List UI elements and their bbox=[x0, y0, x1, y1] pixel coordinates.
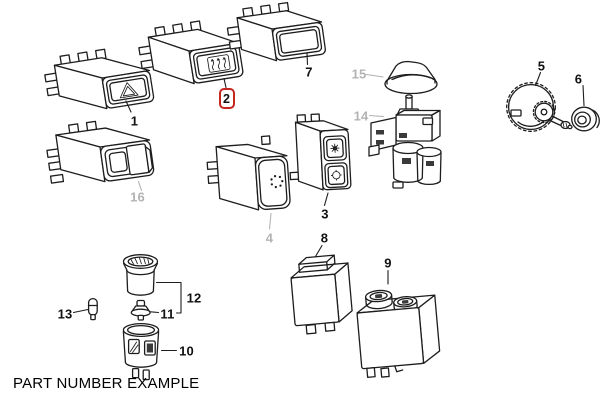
part-number-4[interactable]: 4 bbox=[265, 230, 274, 245]
fan-star-icon bbox=[330, 143, 340, 153]
leader-line-15 bbox=[365, 73, 384, 78]
switch-7-drawing bbox=[226, 1, 326, 62]
leader-line-16 bbox=[137, 180, 143, 192]
leader-line-11 bbox=[149, 311, 160, 314]
lighter-element-drawing bbox=[130, 299, 151, 321]
leader-line-4 bbox=[268, 212, 272, 230]
rotary-dial-icon bbox=[330, 169, 342, 181]
leader-line-1 bbox=[125, 100, 132, 113]
switch-2-drawing bbox=[138, 20, 244, 85]
switch-3-drawing bbox=[289, 113, 352, 191]
leader-line-6 bbox=[582, 84, 585, 107]
hazard-warning-triangle-icon bbox=[119, 82, 139, 99]
part-number-12[interactable]: 12 bbox=[186, 290, 202, 305]
leader-line-7 bbox=[306, 52, 309, 66]
switch-16-drawing bbox=[46, 120, 155, 184]
leader-line-2 bbox=[223, 77, 227, 89]
caption-part-number-example: PART NUMBER EXAMPLE bbox=[13, 375, 200, 392]
part-number-7[interactable]: 7 bbox=[305, 64, 313, 80]
leader-line-13 bbox=[72, 308, 89, 314]
part-number-8[interactable]: 8 bbox=[320, 230, 329, 245]
bulb-13-drawing bbox=[87, 297, 98, 321]
part-number-3[interactable]: 3 bbox=[321, 206, 329, 222]
lighter-socket-drawing bbox=[122, 322, 160, 381]
leader-line-14 bbox=[368, 114, 385, 118]
knob-15-drawing bbox=[384, 60, 438, 95]
blower-ring-icon bbox=[270, 175, 284, 189]
part-number-1[interactable]: 1 bbox=[130, 113, 139, 128]
part-number-5[interactable]: 5 bbox=[537, 58, 546, 74]
highlighted-part-number-2[interactable]: 2 bbox=[218, 88, 235, 109]
part-number-9[interactable]: 9 bbox=[384, 255, 392, 270]
knob-6-drawing bbox=[571, 106, 600, 132]
rotary-switch-14-drawing bbox=[368, 94, 442, 189]
lighter-knob-drawing bbox=[122, 254, 159, 296]
leader-line-8 bbox=[314, 244, 323, 258]
relay-8-drawing bbox=[290, 254, 353, 335]
leader-line-5 bbox=[534, 71, 542, 87]
part-number-16[interactable]: 16 bbox=[130, 189, 145, 205]
part-number-14[interactable]: 14 bbox=[353, 108, 369, 123]
part-number-6[interactable]: 6 bbox=[574, 71, 583, 86]
leader-line-3 bbox=[323, 192, 329, 207]
relay-9-drawing bbox=[356, 289, 441, 378]
part-number-11[interactable]: 11 bbox=[160, 306, 175, 322]
part-number-13[interactable]: 13 bbox=[57, 306, 73, 322]
motor-5-drawing bbox=[506, 82, 573, 132]
rear-window-defrost-icon bbox=[207, 54, 231, 73]
switch-1-drawing bbox=[44, 48, 155, 110]
switch-4-drawing bbox=[206, 135, 291, 211]
part-number-10[interactable]: 10 bbox=[179, 343, 194, 359]
leader-bracket-12 bbox=[155, 281, 182, 314]
part-number-15[interactable]: 15 bbox=[351, 66, 367, 81]
